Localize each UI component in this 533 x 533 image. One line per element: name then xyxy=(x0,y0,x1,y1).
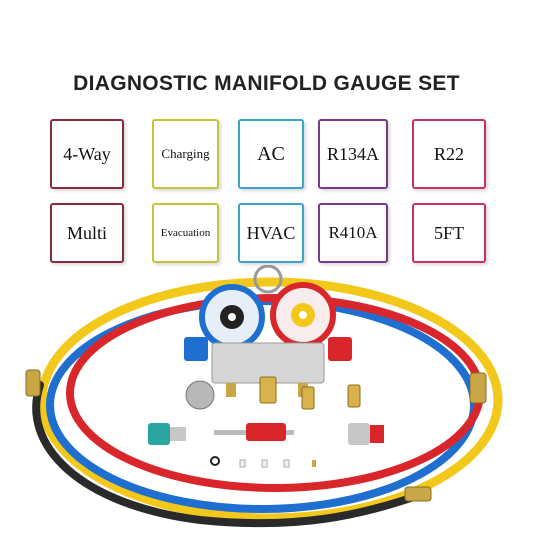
accessories xyxy=(148,376,384,468)
tag-evacuation: Evacuation xyxy=(152,203,219,263)
yellow-hose xyxy=(37,277,503,523)
tag-label: Multi xyxy=(66,222,107,243)
tag-label: R134A xyxy=(326,143,379,164)
tag-label: Evacuation xyxy=(160,227,211,239)
tag-multi: Multi xyxy=(50,203,124,263)
tag-label: 4-Way xyxy=(63,143,111,164)
tag-hvac: HVAC xyxy=(238,203,304,263)
tag-label: HVAC xyxy=(246,222,296,243)
black-hose xyxy=(32,381,424,528)
tag-label: 5FT xyxy=(433,222,464,243)
tag-label: Charging xyxy=(161,146,210,161)
tag-4-way: 4-Way xyxy=(50,119,124,189)
tag-label: R410A xyxy=(328,223,378,242)
page-title: DIAGNOSTIC MANIFOLD GAUGE SET xyxy=(73,72,460,95)
tag-5ft: 5FT xyxy=(412,203,486,263)
manifold-gauge-set-illustration xyxy=(25,265,503,528)
hoses xyxy=(25,277,503,528)
manifold xyxy=(184,265,352,397)
tag-charging: Charging xyxy=(152,119,219,189)
tag-r134a: R134A xyxy=(318,119,388,189)
tag-label: R22 xyxy=(433,143,464,164)
tag-r410a: R410A xyxy=(318,203,388,263)
tag-r22: R22 xyxy=(412,119,486,189)
tag-ac: AC xyxy=(238,119,304,189)
tag-label: AC xyxy=(257,142,285,165)
